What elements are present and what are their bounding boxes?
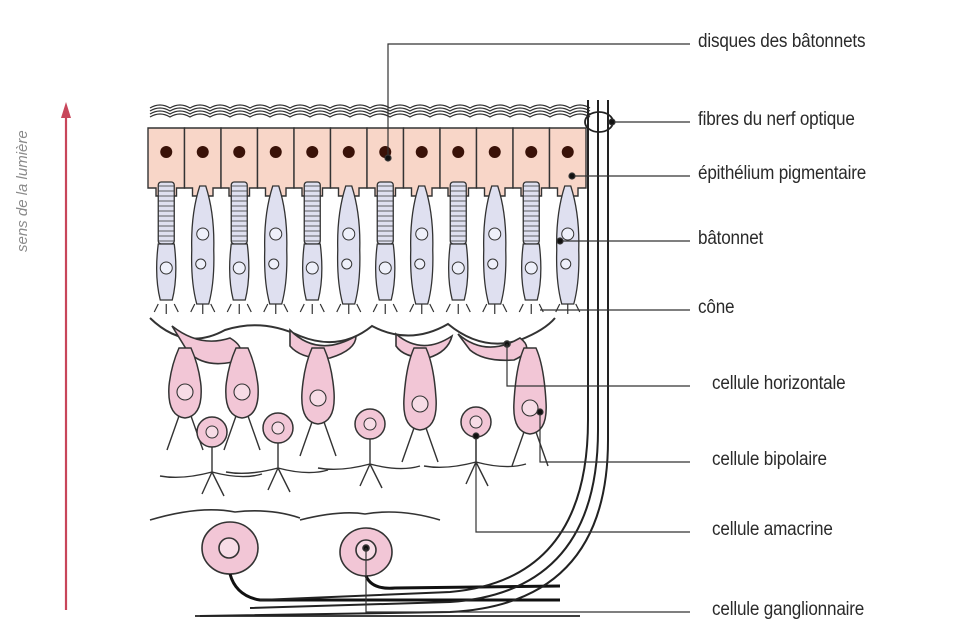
- cone-nucleus: [489, 228, 501, 240]
- amacrine-processes: [226, 443, 328, 492]
- photoreceptor-layer: [154, 182, 580, 314]
- rod-nucleus: [379, 262, 391, 274]
- cone-ellipsoid: [269, 259, 279, 269]
- pigment-granule: [525, 146, 537, 158]
- amacrine-nucleus: [272, 422, 284, 434]
- synaptic-terminal: [191, 304, 215, 314]
- bipolar-cell-body: [404, 348, 436, 430]
- optic-nerve-fibres: [150, 105, 590, 117]
- light-direction-label: sens de la lumière: [14, 130, 31, 252]
- bipolar-cell-body: [302, 348, 334, 424]
- cone-cell: [557, 186, 579, 304]
- synaptic-terminal: [519, 304, 543, 314]
- bipolar-axon: [300, 422, 336, 456]
- cone-nucleus: [270, 228, 282, 240]
- pigment-granule: [343, 146, 355, 158]
- cone-cell: [411, 186, 433, 304]
- synaptic-terminal: [337, 304, 361, 314]
- light-direction-arrow: [61, 102, 71, 610]
- rod-nucleus: [233, 262, 245, 274]
- bipolar-nucleus: [522, 400, 538, 416]
- bipolar-nucleus: [177, 384, 193, 400]
- cone-ellipsoid: [488, 259, 498, 269]
- rod-nucleus: [452, 262, 464, 274]
- cone-ellipsoid: [561, 259, 571, 269]
- label-bipolar-cell: cellule bipolaire: [712, 449, 827, 471]
- label-amacrine-cell: cellule amacrine: [712, 519, 833, 541]
- bipolar-axon: [402, 428, 438, 462]
- pigment-epithelium: [148, 128, 586, 196]
- pigment-granule: [160, 146, 172, 158]
- cone-nucleus: [197, 228, 209, 240]
- pigment-granule: [197, 146, 209, 158]
- label-cone: cône: [698, 297, 734, 319]
- synaptic-terminal: [264, 304, 288, 314]
- cone-nucleus: [343, 228, 355, 240]
- ganglion-cells: [150, 510, 560, 600]
- pigment-granule: [306, 146, 318, 158]
- bipolar-nucleus: [234, 384, 250, 400]
- cone-ellipsoid: [196, 259, 206, 269]
- cone-nucleus: [416, 228, 428, 240]
- label-horizontal-cell: cellule horizontale: [712, 373, 845, 395]
- label-pigment-epithelium: épithélium pigmentaire: [698, 163, 866, 185]
- cone-ellipsoid: [342, 259, 352, 269]
- pigment-granule: [452, 146, 464, 158]
- label-rod: bâtonnet: [698, 228, 763, 250]
- amacrine-processes: [160, 447, 262, 496]
- bipolar-axon: [512, 432, 548, 466]
- cone-cell: [338, 186, 360, 304]
- synaptic-terminal: [446, 304, 470, 314]
- synaptic-terminal: [300, 304, 324, 314]
- rod-nucleus: [160, 262, 172, 274]
- pigment-granule: [233, 146, 245, 158]
- label-rod-discs: disques des bâtonnets: [698, 31, 865, 53]
- synaptic-terminal: [154, 304, 178, 314]
- cone-nucleus: [562, 228, 574, 240]
- bipolar-nucleus: [412, 396, 428, 412]
- cone-cell: [192, 186, 214, 304]
- pigment-granule: [562, 146, 574, 158]
- amacrine-nucleus: [470, 416, 482, 428]
- amacrine-nucleus: [206, 426, 218, 438]
- synaptic-terminal: [556, 304, 580, 314]
- amacrine-nucleus: [364, 418, 376, 430]
- pigment-granule: [489, 146, 501, 158]
- bipolar-cell-body: [514, 348, 546, 434]
- label-optic-nerve-fibres: fibres du nerf optique: [698, 109, 855, 131]
- pigment-granule: [270, 146, 282, 158]
- bipolar-nucleus: [310, 390, 326, 406]
- cone-cell: [484, 186, 506, 304]
- rod-nucleus: [306, 262, 318, 274]
- cone-cell: [265, 186, 287, 304]
- synaptic-terminal: [483, 304, 507, 314]
- bipolar-axon: [224, 416, 260, 450]
- cone-ellipsoid: [415, 259, 425, 269]
- nerve-fibre: [150, 105, 590, 108]
- horizontal-cells: [150, 318, 555, 364]
- label-ganglion-cell: cellule ganglionnaire: [712, 599, 864, 621]
- rod-nucleus: [525, 262, 537, 274]
- amacrine-processes: [424, 437, 526, 486]
- pigment-granule: [416, 146, 428, 158]
- synaptic-terminal: [227, 304, 251, 314]
- amacrine-cells: [160, 407, 526, 496]
- bipolar-cells: [167, 348, 548, 466]
- synaptic-terminal: [410, 304, 434, 314]
- synaptic-terminal: [373, 304, 397, 314]
